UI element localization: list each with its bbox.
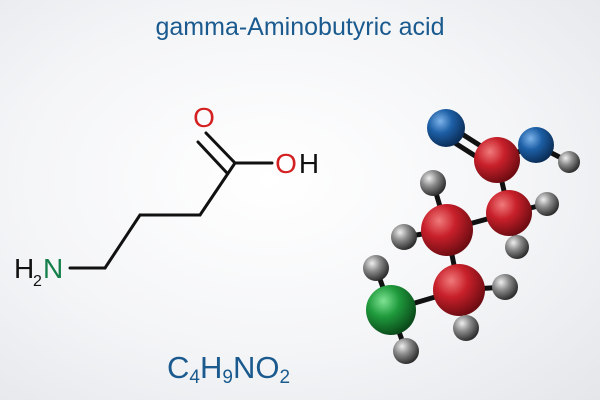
hydrogen-atom: [391, 224, 417, 250]
carbon-atom: [486, 190, 532, 236]
nitrogen-atom: [366, 285, 416, 335]
ball-and-stick-model: [363, 109, 580, 364]
formula-subscript: 4: [189, 367, 200, 388]
formula-subscript: 2: [279, 367, 291, 388]
oxygen-atom: [518, 127, 554, 163]
formula-element: N: [232, 350, 256, 385]
amine-hydrogen-label: H: [14, 253, 34, 284]
oxygen-atom: [427, 109, 465, 147]
page-title: gamma-Aminobutyric acid: [155, 13, 445, 41]
hydroxyl-oxygen-label: O: [275, 148, 297, 179]
carbonyl-oxygen-label: O: [193, 102, 215, 133]
molecular-formula: C4H9NO2: [167, 350, 290, 389]
hydrogen-atom: [492, 274, 518, 300]
formula-element: C: [167, 350, 190, 385]
bond-c2-c1: [198, 161, 237, 217]
hydroxyl-hydrogen-label: H: [299, 148, 319, 179]
formula-element: O: [255, 350, 280, 385]
hydrogen-atom: [393, 338, 419, 364]
amine-nitrogen-label: N: [43, 253, 63, 284]
hydrogen-atom: [363, 255, 389, 281]
skeletal-structure: O O H H 2 N: [14, 102, 319, 290]
bond-c4-c3: [103, 213, 142, 270]
formula-element: H: [199, 350, 223, 385]
carbon-atom: [421, 204, 473, 256]
amine-hydrogen-count: 2: [33, 273, 42, 290]
carbon-atom: [433, 264, 485, 316]
skeletal-bonds: [68, 131, 274, 270]
bond-c1-o-double-a: [204, 131, 237, 165]
carbon-atom: [474, 137, 520, 183]
bond-c1-o-double-b: [196, 140, 229, 175]
hydrogen-atom: [558, 151, 580, 173]
hydrogen-atom: [535, 192, 559, 216]
model-atoms: [363, 109, 580, 364]
formula-subscript: 9: [222, 367, 233, 388]
hydrogen-atom: [420, 170, 446, 196]
hydrogen-atom: [453, 315, 479, 341]
hydrogen-atom: [505, 235, 529, 259]
